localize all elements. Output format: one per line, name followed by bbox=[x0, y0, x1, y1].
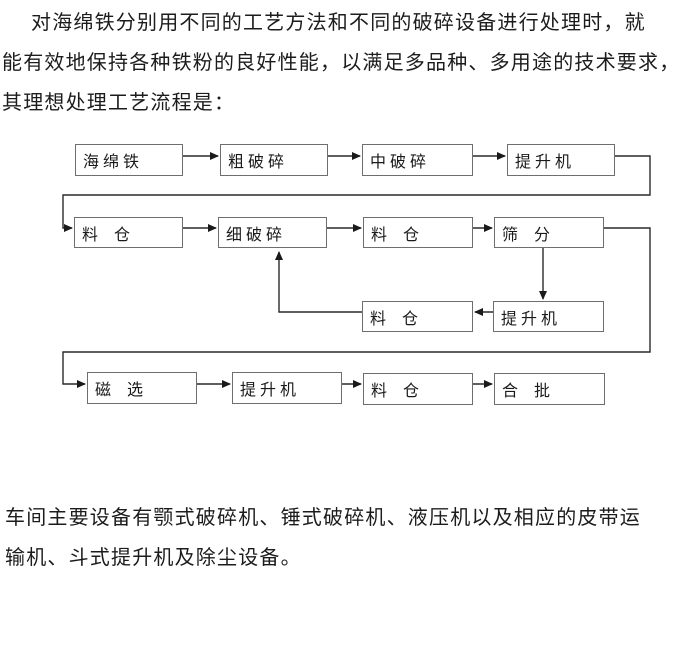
flow-box-coarse-crushing: 粗 破 碎 bbox=[220, 144, 328, 176]
flow-box-batching: 合 批 bbox=[494, 373, 605, 405]
flow-box-bin-3: 料 仓 bbox=[362, 301, 473, 332]
flow-box-magnetic-separation: 磁 选 bbox=[87, 372, 197, 404]
flow-box-elevator-2: 提 升 机 bbox=[493, 301, 604, 332]
paragraph-line: 车间主要设备有颚式破碎机、锤式破碎机、液压机以及相应的皮带运 bbox=[5, 507, 641, 529]
paragraph-line: 输机、斗式提升机及除尘设备。 bbox=[5, 547, 302, 569]
paragraph-line: 对海绵铁分别用不同的工艺方法和不同的破碎设备进行处理时，就 bbox=[31, 12, 646, 34]
flow-box-medium-crushing: 中 破 碎 bbox=[362, 144, 473, 176]
flow-box-sponge-iron: 海 绵 铁 bbox=[75, 144, 183, 176]
connector-bin-feedback-to-fine bbox=[275, 251, 362, 313]
intro-paragraph: 对海绵铁分别用不同的工艺方法和不同的破碎设备进行处理时，就 能有效地保持各种铁粉… bbox=[2, 3, 676, 123]
equipment-paragraph: 车间主要设备有颚式破碎机、锤式破碎机、液压机以及相应的皮带运 输机、斗式提升机及… bbox=[5, 498, 673, 578]
flow-box-bin-2: 料 仓 bbox=[363, 217, 473, 248]
flow-box-elevator-3: 提 升 机 bbox=[232, 372, 342, 404]
flow-box-fine-crushing: 细 破 碎 bbox=[218, 217, 327, 248]
flow-box-bin-4: 料 仓 bbox=[363, 373, 473, 405]
paragraph-line: 能有效地保持各种铁粉的良好性能，以满足多品种、多用途的技术要求， bbox=[2, 52, 676, 74]
flow-box-screening: 筛 分 bbox=[494, 217, 604, 248]
paragraph-line: 其理想处理工艺流程是： bbox=[2, 92, 236, 114]
flow-box-bin-1: 料 仓 bbox=[74, 217, 183, 248]
flow-box-elevator-1: 提 升 机 bbox=[507, 144, 615, 176]
